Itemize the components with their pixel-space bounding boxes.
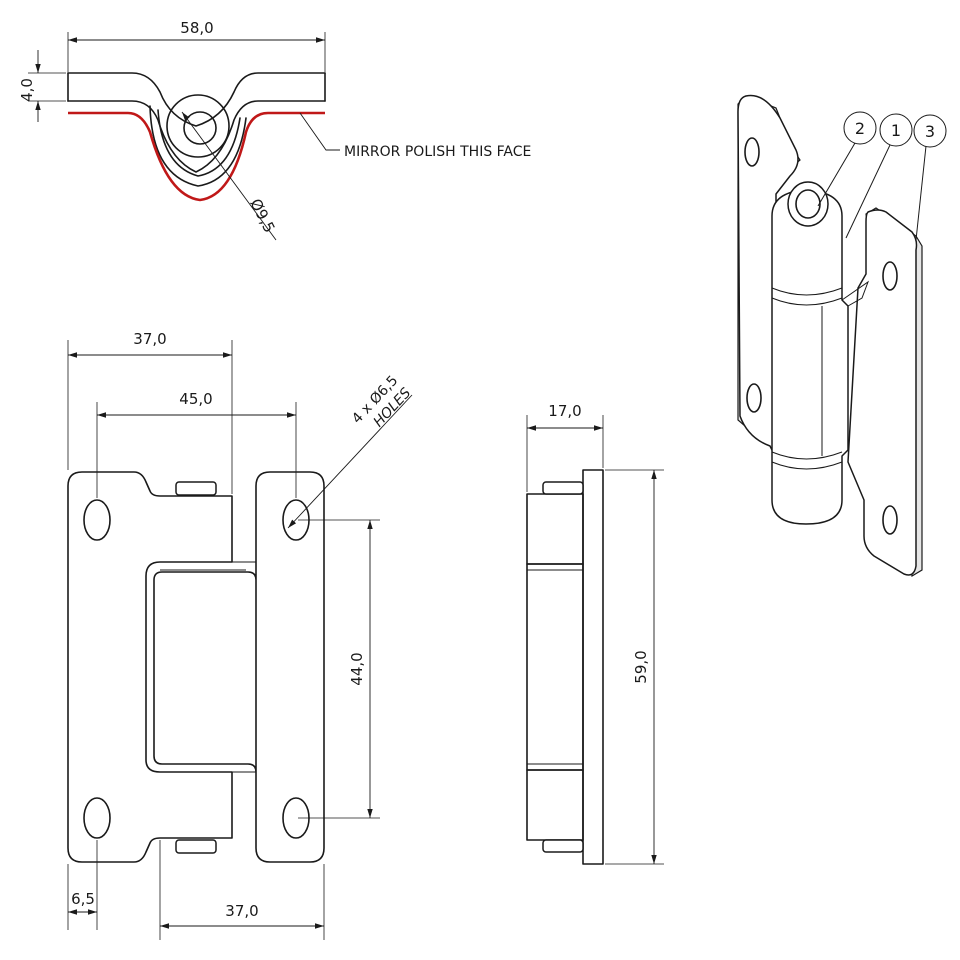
side-knuckle-bottom (526, 769, 584, 841)
side-height-dim: 59,0 (632, 650, 650, 683)
front-width-top-dim: 37,0 (133, 330, 166, 348)
side-knuckle-top (526, 493, 584, 565)
polish-note: MIRROR POLISH THIS FACE (344, 144, 531, 160)
iso-pin-top (787, 181, 829, 227)
iso-barrel (771, 189, 849, 525)
balloon-1: 1 (891, 121, 901, 140)
top-thickness-dim: 4,0 (18, 78, 36, 102)
front-right-leaf (153, 471, 325, 863)
front-pin-top (175, 481, 217, 496)
top-pin-dia-dim: Ø9,5 (246, 196, 278, 236)
hole-top-left (83, 499, 111, 541)
top-view-profile-outer (67, 100, 326, 173)
hole-bottom-left (83, 797, 111, 839)
front-left-leaf (67, 471, 233, 863)
balloon-3: 3 (925, 122, 935, 141)
top-view-profile-inner (67, 72, 326, 127)
side-view: 17,0 59,0 (526, 402, 664, 865)
front-width-bottom-dim: 37,0 (225, 902, 258, 920)
balloon-2: 2 (855, 119, 865, 138)
front-edge-offset-dim: 6,5 (71, 890, 95, 908)
iso-front-leaf (847, 209, 918, 576)
top-view: 58,0 4,0 Ø9,5 MIRROR POLISH THIS FACE (18, 19, 531, 241)
top-view-pin (183, 111, 217, 145)
mirror-polish-face (68, 111, 325, 202)
front-hole-spacing-v-dim: 44,0 (348, 652, 366, 685)
front-hole-spacing-h-dim: 45,0 (179, 390, 212, 408)
iso-view: 2 1 3 (737, 94, 947, 577)
side-leaf (582, 469, 604, 865)
front-view: 37,0 45,0 4 x Ø6,5 HOLES 44,0 6,5 37,0 (67, 330, 414, 940)
top-view-pin-outer (166, 94, 230, 158)
side-depth-dim: 17,0 (548, 402, 581, 420)
front-pin-bottom (175, 839, 217, 854)
top-width-dim: 58,0 (180, 19, 213, 37)
